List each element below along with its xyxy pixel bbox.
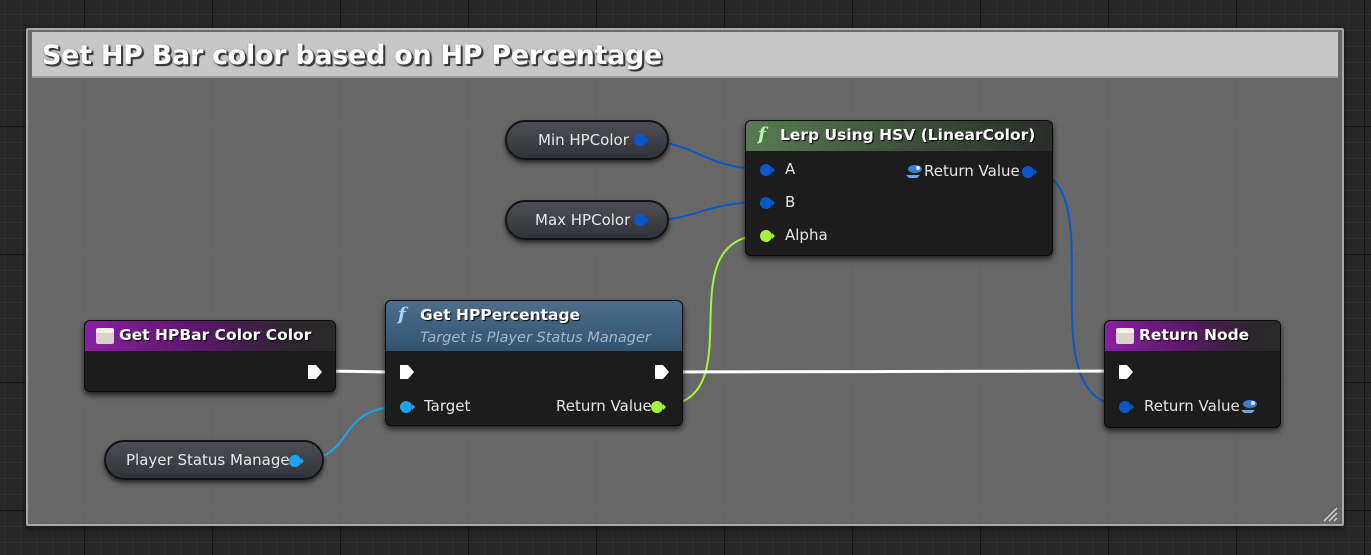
b-pin-icon[interactable] xyxy=(759,195,775,211)
wire-lerp-return xyxy=(1027,170,1127,407)
linear-color-struct-icon xyxy=(906,165,922,178)
comment-header[interactable]: Set HP Bar color based on HP Percentage xyxy=(32,32,1338,78)
return-node[interactable]: Return Node Return Value xyxy=(1104,320,1281,428)
exec-in-pin-icon[interactable] xyxy=(1118,364,1134,380)
get-hp-percentage-subtitle: Target is Player Status Manager xyxy=(420,330,651,346)
return-node-title: Return Node xyxy=(1139,326,1250,344)
min-hp-color-pin-icon[interactable] xyxy=(633,132,649,148)
get-hpbar-color-header: Get HPBar Color Color xyxy=(85,321,335,351)
target-pin-label: Target xyxy=(424,397,471,415)
get-hp-percentage-header: f Get HPPercentage Target is Player Stat… xyxy=(386,301,682,351)
lerp-header: f Lerp Using HSV (LinearColor) xyxy=(746,121,1052,151)
target-pin-icon[interactable] xyxy=(399,399,415,415)
a-pin-label: A xyxy=(785,160,796,178)
a-pin-icon[interactable] xyxy=(759,162,775,178)
lerp-return-value-pin-icon[interactable] xyxy=(1021,164,1037,180)
get-hp-percentage-title: Get HPPercentage xyxy=(420,306,581,324)
function-icon: f xyxy=(758,124,766,145)
player-status-manager-label: Player Status Manager xyxy=(126,451,296,469)
player-status-manager-pin-icon[interactable] xyxy=(288,453,304,469)
exec-out-pin-icon[interactable] xyxy=(654,364,670,380)
resize-grip-icon[interactable] xyxy=(1320,504,1338,522)
struct-icon xyxy=(1116,328,1134,344)
max-hp-color-pin-icon[interactable] xyxy=(633,212,649,228)
alpha-pin-icon[interactable] xyxy=(759,228,775,244)
comment-title: Set HP Bar color based on HP Percentage xyxy=(42,40,663,71)
get-hpbar-color-title: Get HPBar Color Color xyxy=(119,326,312,344)
get-hp-percentage-node[interactable]: f Get HPPercentage Target is Player Stat… xyxy=(385,300,683,426)
return-value-in-pin-icon[interactable] xyxy=(1118,399,1134,415)
alpha-pin-label: Alpha xyxy=(785,226,828,244)
return-value-pin-label: Return Value xyxy=(556,397,652,415)
min-hp-color-variable[interactable]: Min HPColor xyxy=(505,120,669,160)
exec-in-pin-icon[interactable] xyxy=(399,364,415,380)
struct-icon xyxy=(96,328,114,344)
player-status-manager-variable[interactable]: Player Status Manager xyxy=(104,440,324,480)
lerp-return-value-label: Return Value xyxy=(924,162,1020,180)
max-hp-color-label: Max HPColor xyxy=(535,211,631,229)
wire-exec-2 xyxy=(661,369,1125,374)
max-hp-color-variable[interactable]: Max HPColor xyxy=(505,200,669,240)
lerp-using-hsv-node[interactable]: f Lerp Using HSV (LinearColor) A B Alpha… xyxy=(745,120,1053,256)
linear-color-struct-icon xyxy=(1241,400,1257,413)
exec-out-pin-icon[interactable] xyxy=(307,364,323,380)
return-node-return-value-label: Return Value xyxy=(1144,397,1240,415)
wire-alpha xyxy=(657,234,767,407)
get-hpbar-color-node[interactable]: Get HPBar Color Color xyxy=(84,320,336,392)
function-icon: f xyxy=(398,304,406,325)
b-pin-label: B xyxy=(785,193,796,211)
lerp-title: Lerp Using HSV (LinearColor) xyxy=(780,126,1036,144)
min-hp-color-label: Min HPColor xyxy=(538,131,629,149)
return-value-float-pin-icon[interactable] xyxy=(650,399,666,415)
return-node-header: Return Node xyxy=(1105,321,1280,351)
